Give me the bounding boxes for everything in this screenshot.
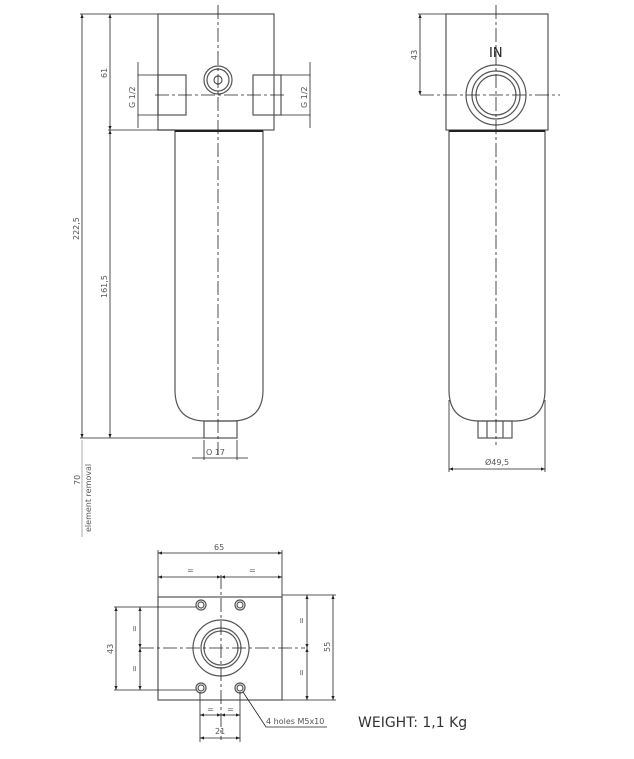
front-view: 61 222,5 161,5 G 1/2 G 1/2 O 17 70 eleme… [72,5,311,537]
equal-mark: = [249,566,256,575]
filter-head [157,13,275,131]
dim-depth: 55 [323,642,332,652]
equal-mark: = [297,669,306,676]
head-bottom [157,596,283,701]
drain-nut [203,420,238,439]
equal-mark: = [207,705,214,714]
dim-total-height: 222,5 [72,217,81,240]
weight-label: WEIGHT: 1,1 Kg [358,715,467,731]
bottom-view: 65 = = 43 = = 55 = = = = 21 4 holes M5x1… [106,543,336,742]
port-left-label: G 1/2 [128,86,137,108]
element-removal-label: element removal [84,464,93,532]
side-view: IN 43 Ø49,5 [410,5,560,472]
holes-note: 4 holes M5x10 [266,717,324,726]
inlet-label: IN [489,46,503,61]
dim-hole-spacing-vertical: 43 [106,644,115,654]
mounting-holes [195,599,246,694]
equal-mark: = [227,705,234,714]
dim-width: 65 [214,543,224,552]
drain-dim: O 17 [206,448,225,457]
equal-mark: = [130,625,139,632]
dim-head-height: 61 [100,68,109,78]
filter-bowl [174,130,264,422]
dim-bowl-height: 161,5 [100,275,109,298]
filter-head-side [445,13,549,131]
dim-hole-spacing-horizontal: 21 [215,727,225,736]
element-removal-value: 70 [73,475,82,485]
dim-diameter: Ø49,5 [485,457,509,467]
equal-mark: = [187,566,194,575]
equal-mark: = [297,617,306,624]
equal-mark: = [130,665,139,672]
dim-port-height: 43 [410,50,419,60]
filter-bowl-side [448,130,546,422]
port-right-label: G 1/2 [300,86,309,108]
